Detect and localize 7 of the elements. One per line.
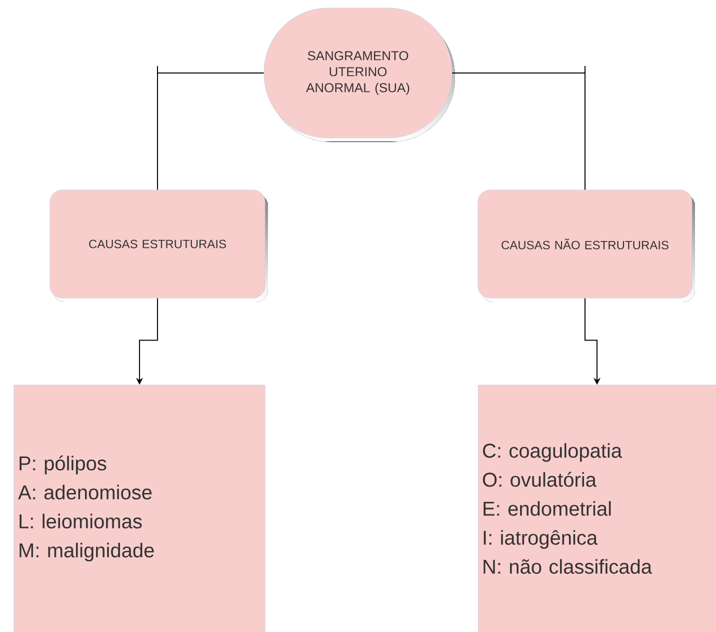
connector [452,66,586,190]
list-box: P: pólipos A: adenomiose L: leiomiomas M: malignidade [14,384,266,632]
category-box: CAUSAS NÃO ESTRUTURAIS [478,190,695,302]
root-stadium: SANGRAMENTO UTERINO ANORMAL (SUA) [264,8,455,142]
list-box: C: coagulopatia O: ovulatória E: endometrial I: iatrogênica N: não classificada [478,384,716,632]
connector [157,66,264,190]
category-box: CAUSAS ESTRUTURAIS [50,190,268,302]
